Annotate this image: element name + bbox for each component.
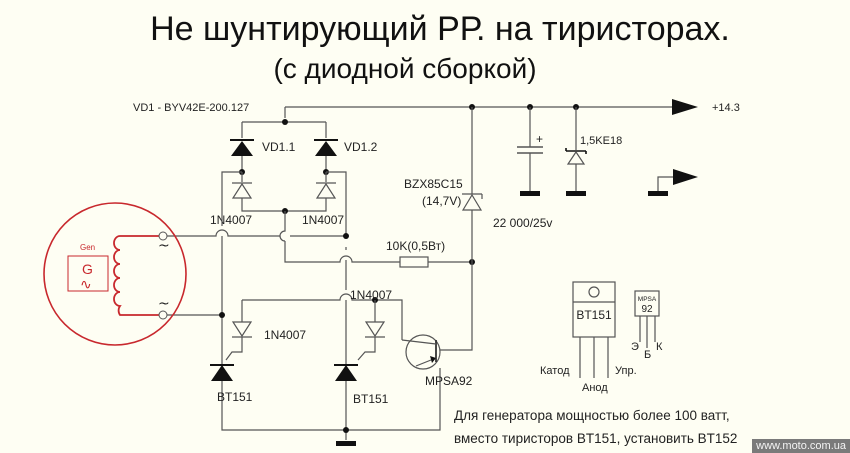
mpsa92-pinout	[634, 290, 660, 348]
sine-wave-icon: ∿	[80, 277, 92, 293]
bt151-pin-gate: Упр.	[615, 365, 637, 377]
capacitor-label: 22 000/25v	[493, 216, 552, 230]
mpsa92-pinout-line1: MPSA	[638, 296, 657, 303]
bt151-pinout-name: BT151	[576, 308, 612, 322]
diode-1n4007-left	[231, 172, 327, 212]
output-plus-label: +14.3	[712, 102, 740, 114]
mpsa92-pin-base: Б	[644, 349, 651, 361]
transistor-label: MPSA92	[425, 374, 473, 388]
diode-vd1-2	[314, 139, 338, 172]
mpsa92-pin-emitter: Э	[631, 341, 639, 353]
thyristor-right-label: BT151	[353, 392, 389, 406]
diagram-subtitle: (с диодной сборкой)	[273, 53, 536, 84]
vd1-part-label: VD1 - BYV42E-200.127	[133, 102, 249, 114]
capacitor-plus-label: +	[536, 132, 543, 146]
resistor-10k	[399, 256, 429, 268]
thyristor-left-label: BT151	[217, 390, 253, 404]
gate-diode-right	[357, 300, 386, 361]
generator	[43, 202, 187, 346]
gate-diode-left	[225, 300, 253, 361]
note-line-1: Для генератора мощностью более 100 ватт,	[454, 408, 730, 423]
mpsa92-pinout-line2: 92	[641, 304, 653, 315]
resistor-label: 10K(0,5Вт)	[386, 239, 445, 253]
bridge-wiring	[163, 171, 403, 365]
thyristor-left	[210, 364, 441, 431]
d-left-label: 1N4007	[210, 213, 252, 227]
vd1-2-label: VD1.2	[344, 140, 378, 154]
bt151-pinout	[572, 281, 616, 378]
generator-label: Gen	[80, 243, 95, 252]
output-ground-arrow-icon	[673, 169, 698, 185]
d-right-label: 1N4007	[302, 213, 344, 227]
gate-diode-right-label: 1N4007	[350, 288, 392, 302]
diode-vd1-1	[230, 139, 254, 172]
ground-output	[648, 169, 698, 196]
top-rail	[241, 104, 680, 138]
zener-bzx85c15	[440, 107, 483, 351]
ac-terminal-top-icon: ~	[158, 238, 170, 254]
gate-diode-left-label: 1N4007	[264, 328, 306, 342]
zener-voltage-label: (14,7V)	[422, 194, 461, 208]
diagram-title: Не шунтирующий РР. на тиристорах.	[150, 10, 730, 48]
zener-label: BZX85C15	[404, 177, 463, 191]
generator-symbol: G	[82, 261, 93, 277]
tvs-label: 1,5KE18	[580, 135, 622, 147]
mpsa92-pin-collector: К	[656, 341, 663, 353]
vd1-1-label: VD1.1	[262, 140, 296, 154]
bt151-pin-anode: Анод	[582, 382, 608, 394]
diode-1n4007-right	[315, 172, 337, 199]
bt151-pin-cathode: Катод	[540, 365, 570, 377]
watermark: www.moto.com.ua	[752, 439, 850, 453]
note-line-2: вместо тиристоров BT151, установить BT15…	[454, 431, 737, 446]
capacitor-22000uf	[517, 107, 543, 196]
ground-icon	[336, 441, 356, 446]
ac-terminal-bottom-icon: ~	[158, 296, 170, 312]
output-plus-arrow-icon	[672, 99, 698, 115]
transistor-mpsa92	[401, 334, 441, 370]
tvs-1-5ke18	[565, 107, 587, 196]
